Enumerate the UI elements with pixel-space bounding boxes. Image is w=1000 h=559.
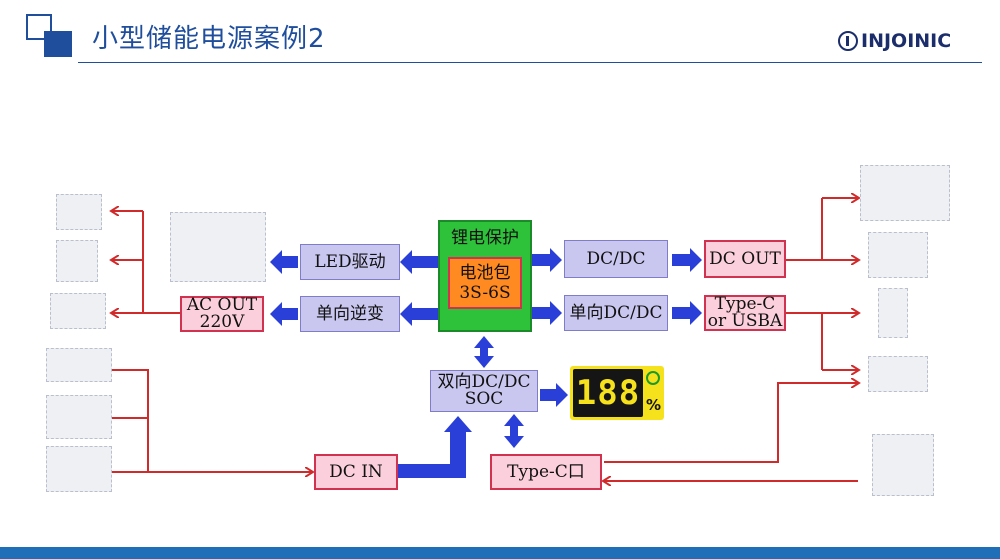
- brand-logo: INJOINIC: [838, 30, 951, 52]
- led-panel-icon: [170, 212, 266, 282]
- inverter-node: 单向逆变: [300, 296, 400, 332]
- logo-square-filled: [44, 31, 72, 57]
- rice-cooker-icon: [56, 194, 102, 230]
- typec-usba-node: Type-C or USBA: [704, 295, 786, 331]
- ac-out-fanout-wires: [112, 211, 180, 313]
- dc-out-fanout-wires: [786, 198, 858, 260]
- soc-display-screen: 188: [573, 369, 643, 417]
- battery-protection-node: 锂电保护 电池包 3S-6S: [438, 220, 532, 332]
- electric-car-icon: [46, 348, 112, 382]
- led-driver-node: LED驱动: [300, 244, 400, 280]
- car-charger-icon: [46, 395, 112, 439]
- dc-in-input-wires: [112, 369, 312, 472]
- percent-sign: %: [646, 396, 662, 414]
- typec-port-node: Type-C口: [490, 454, 602, 490]
- smartphone-icon: [878, 288, 908, 338]
- title-divider: [78, 62, 982, 63]
- dc-out-node: DC OUT: [704, 240, 786, 278]
- multi-cable-icon: [860, 165, 950, 221]
- charging-icon: [646, 371, 660, 385]
- solar-panel-icon: [46, 446, 112, 492]
- laptop-icon: [868, 356, 928, 392]
- typec-port-wires: [604, 383, 858, 481]
- typec-usba-fanout-wires: [786, 313, 858, 370]
- uni-dcdc-node: 单向DC/DC: [564, 295, 668, 331]
- car-usb-charger-icon: [868, 232, 928, 278]
- bidir-dcdc-soc-node: 双向DC/DC SOC: [430, 370, 538, 412]
- dcdc-node: DC/DC: [564, 240, 668, 278]
- soc-display: 188 %: [570, 366, 664, 420]
- electric-kettle-icon: [56, 240, 98, 282]
- battery-protection-label: 锂电保护: [451, 228, 519, 248]
- footer-bar: [0, 547, 1000, 559]
- ac-out-node: AC OUT 220V: [180, 296, 264, 332]
- soc-display-digits: 188: [575, 373, 641, 413]
- page-title: 小型储能电源案例2: [92, 24, 326, 54]
- laptop-icon: [50, 293, 106, 329]
- usb-wall-charger-icon: [872, 434, 934, 496]
- brand-name: INJOINIC: [861, 30, 952, 52]
- dc-in-node: DC IN: [314, 454, 398, 490]
- battery-pack-node: 电池包 3S-6S: [448, 257, 522, 309]
- brand-mark-icon: [838, 31, 858, 51]
- blue-flow-arrows: [270, 248, 702, 478]
- logo-square-outline: [26, 14, 52, 40]
